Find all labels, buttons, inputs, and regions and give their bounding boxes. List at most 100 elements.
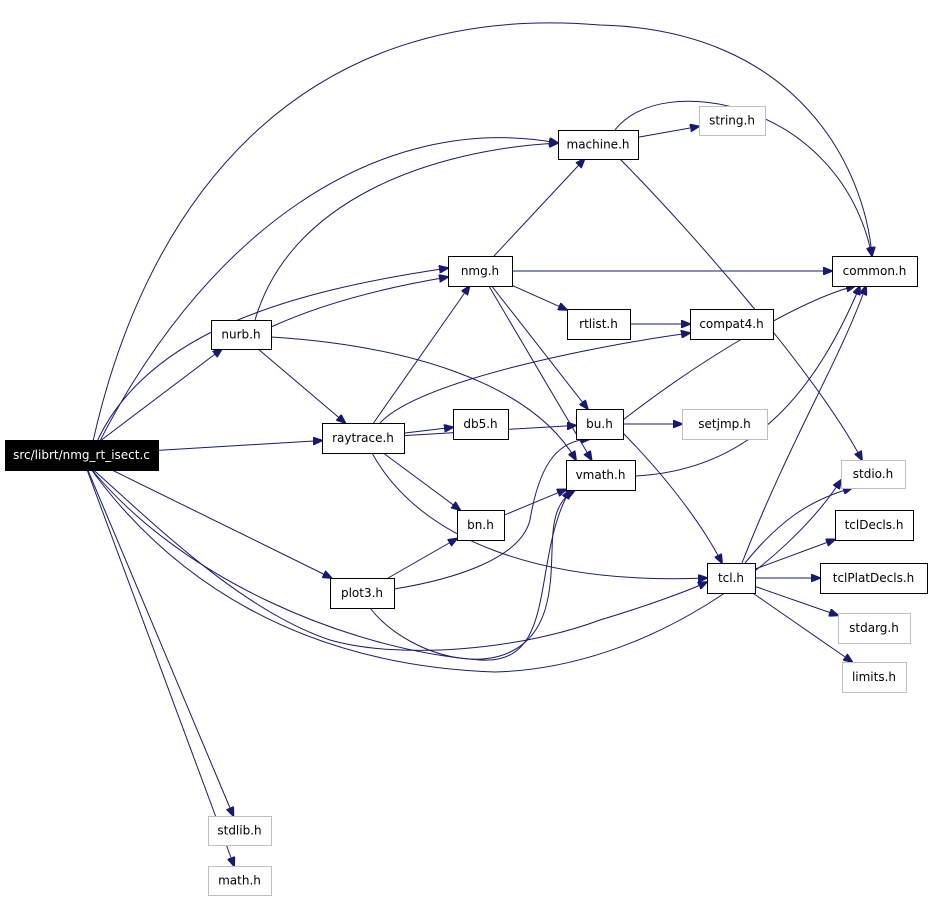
- edge-machine-to-string: [637, 126, 699, 138]
- node-raytrace[interactable]: raytrace.h: [322, 423, 405, 454]
- node-label: vmath.h: [576, 468, 626, 482]
- node-label: src/librt/nmg_rt_isect.c: [13, 448, 150, 462]
- node-label: compat4.h: [699, 317, 763, 331]
- edge-raytrace-to-bn: [383, 452, 460, 510]
- edge-nmg-to-vmath: [488, 285, 592, 460]
- edge-bu-to-common: [622, 286, 855, 421]
- node-box: [453, 409, 509, 440]
- node-box: [330, 578, 395, 609]
- node-rtlist[interactable]: rtlist.h: [567, 309, 631, 340]
- node-vmath[interactable]: vmath.h: [566, 460, 636, 491]
- edge-tcl-to-stdarg: [754, 585, 838, 615]
- node-label: bu.h: [586, 417, 613, 431]
- node-plot3[interactable]: plot3.h: [330, 578, 395, 609]
- node-compat4[interactable]: compat4.h: [690, 309, 774, 340]
- node-box: [690, 309, 774, 340]
- node-label: raytrace.h: [332, 431, 394, 445]
- node-machine[interactable]: machine.h: [558, 130, 639, 160]
- edge-raytrace-to-tcl: [371, 452, 707, 579]
- edge-tcl-to-limits: [752, 592, 853, 662]
- node-label: stdarg.h: [849, 621, 899, 635]
- node-box: [841, 460, 906, 489]
- edge-tcl-to-tclDecls: [754, 540, 835, 570]
- edge-plot3-to-bu: [393, 439, 590, 590]
- edge-root-to-math: [86, 469, 234, 866]
- edge-tcl-to-common: [741, 286, 866, 564]
- edge-root-to-machine: [87, 137, 558, 466]
- node-label: nurb.h: [221, 328, 260, 342]
- node-stdarg: stdarg.h: [838, 613, 911, 644]
- node-label: common.h: [843, 264, 907, 278]
- node-box: [5, 440, 159, 471]
- nodes-layer: src/librt/nmg_rt_isect.c machine.h string.…: [5, 106, 928, 896]
- node-box: [558, 130, 639, 160]
- node-label: bn.h: [467, 518, 494, 532]
- node-box: [322, 423, 405, 454]
- node-tcldecls[interactable]: tclDecls.h: [835, 510, 914, 541]
- node-string: string.h: [699, 106, 766, 136]
- edge-raytrace-to-db5: [403, 427, 453, 434]
- node-label: tclDecls.h: [845, 518, 904, 532]
- edge-root-to-common: [87, 22, 872, 466]
- node-box: [832, 256, 918, 287]
- node-box: [707, 563, 756, 594]
- edge-nurb-to-vmath: [270, 336, 576, 460]
- edge-tcl-to-stdio: [744, 488, 852, 564]
- node-root[interactable]: src/librt/nmg_rt_isect.c: [5, 440, 159, 471]
- node-label: rtlist.h: [579, 317, 618, 331]
- node-label: setjmp.h: [698, 417, 750, 431]
- node-label: machine.h: [567, 138, 630, 152]
- edge-root-to-plot3: [111, 469, 332, 578]
- node-label: math.h: [218, 874, 261, 888]
- node-box: [576, 409, 624, 440]
- edge-raytrace-to-compat4: [379, 333, 690, 424]
- edge-nurb-to-raytrace: [257, 348, 345, 423]
- node-box: [820, 563, 928, 594]
- node-box: [448, 256, 513, 287]
- node-box: [682, 409, 768, 440]
- node-bn[interactable]: bn.h: [457, 510, 505, 541]
- edge-bu-to-tcl: [619, 429, 722, 563]
- edge-raytrace-to-nmg: [373, 286, 470, 424]
- node-math: math.h: [208, 866, 272, 896]
- edge-nmg-to-machine: [493, 159, 585, 257]
- edge-plot3-to-vmath: [369, 490, 575, 660]
- edge-nmg-to-bu: [491, 285, 588, 409]
- node-common[interactable]: common.h: [832, 256, 918, 287]
- node-box: [208, 866, 272, 896]
- node-box: [838, 613, 911, 644]
- node-tclplatdecls[interactable]: tclPlatDecls.h: [820, 563, 928, 594]
- node-label: stdlib.h: [217, 824, 261, 838]
- edge-nmg-to-rtlist: [511, 284, 567, 310]
- edge-root-to-tcl: [87, 464, 707, 651]
- node-tcl[interactable]: tcl.h: [707, 563, 756, 594]
- edge-nurb-to-machine: [254, 143, 558, 321]
- node-db5[interactable]: db5.h: [453, 409, 509, 440]
- node-stdio: stdio.h: [841, 460, 906, 489]
- edge-root-to-raytrace: [157, 441, 322, 451]
- node-stdlib: stdlib.h: [208, 816, 272, 846]
- node-label: nmg.h: [461, 264, 499, 278]
- node-box: [699, 106, 766, 136]
- node-label: limits.h: [852, 670, 896, 684]
- edges-layer: [86, 22, 872, 866]
- node-box: [567, 309, 631, 340]
- node-limits: limits.h: [842, 662, 907, 693]
- edge-root-to-stdio: [87, 464, 841, 673]
- edge-root-to-stdlib: [87, 469, 234, 816]
- node-box: [842, 662, 907, 693]
- node-label: string.h: [709, 114, 755, 128]
- node-box: [566, 460, 636, 491]
- node-label: plot3.h: [341, 586, 383, 600]
- node-box: [457, 510, 505, 541]
- node-bu[interactable]: bu.h: [576, 409, 624, 440]
- node-box: [211, 320, 272, 350]
- node-nmg[interactable]: nmg.h: [448, 256, 513, 287]
- node-nurb[interactable]: nurb.h: [211, 320, 272, 350]
- node-label: tcl.h: [718, 571, 744, 585]
- edge-vmath-to-common: [634, 286, 860, 477]
- edge-bn-to-vmath: [503, 489, 566, 516]
- node-label: tclPlatDecls.h: [833, 571, 915, 585]
- edge-nurb-to-nmg: [270, 277, 448, 328]
